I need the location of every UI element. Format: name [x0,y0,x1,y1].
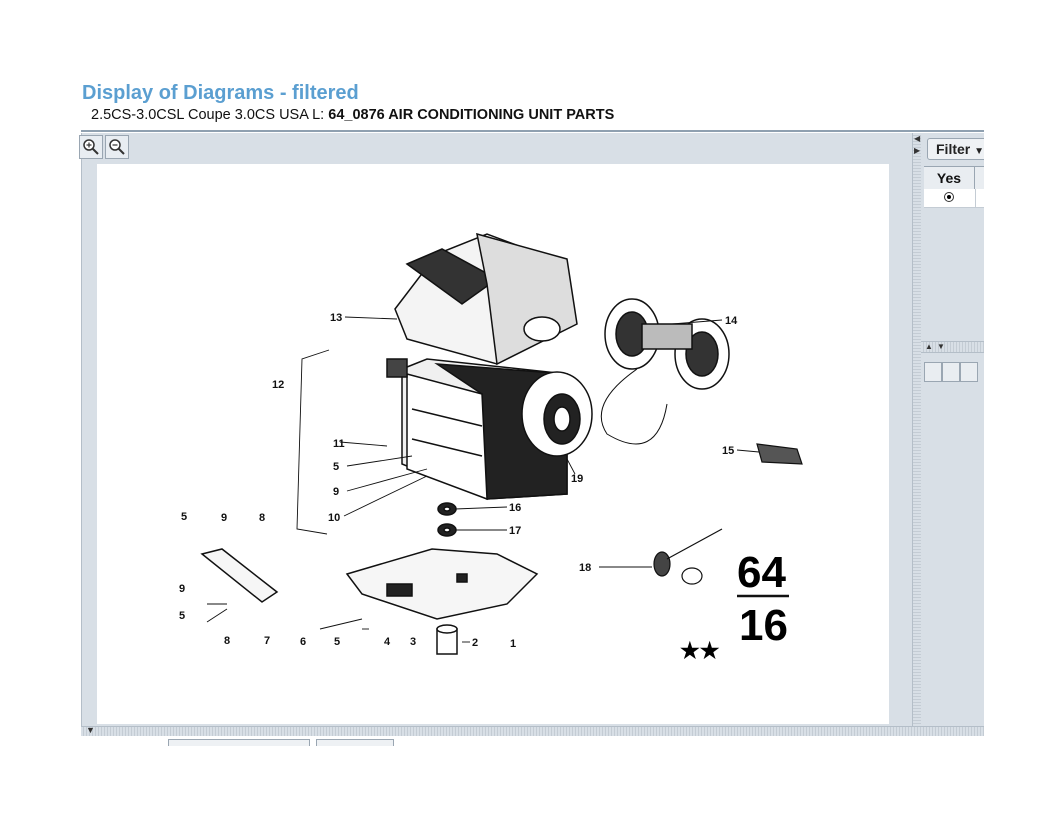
callout-5c: 5 [179,610,185,622]
callout-2: 2 [472,637,478,649]
callout-1: 1 [510,638,516,650]
callout-5b: 5 [181,511,187,523]
callout-5a: 5 [333,461,339,473]
bottom-tab-1[interactable] [168,739,310,746]
splitter-down-arrow-icon[interactable]: ▼ [937,342,945,351]
callout-14: 14 [725,315,738,327]
grid-header: Yes [924,166,984,190]
callout-12: 12 [272,379,284,391]
selected-radio[interactable] [944,192,954,202]
header-rule [81,130,984,132]
lower-column-2[interactable] [942,362,960,382]
callout-labels: 13 14 12 11 5 9 10 16 17 15 19 18 5 9 8 … [179,312,738,650]
callout-9a: 9 [333,486,339,498]
callout-11: 11 [333,438,345,450]
main-unit-part [386,358,593,501]
parts-diagram: 13 14 12 11 5 9 10 16 17 15 19 18 5 9 8 … [179,232,803,663]
left-bracket-part [200,548,279,603]
callout-8a: 8 [259,512,265,524]
callout-3: 3 [410,636,416,648]
callout-19: 19 [571,473,583,485]
washer-parts [437,502,457,537]
row-divider [975,189,976,207]
zoom-out-icon [109,139,125,155]
callout-10: 10 [328,512,340,524]
callout-6: 6 [300,636,306,648]
table-row[interactable] [924,189,984,208]
lower-column-3[interactable] [960,362,978,382]
diagram-canvas[interactable]: 13 14 12 11 5 9 10 16 17 15 19 18 5 9 8 … [97,164,889,724]
callout-5d: 5 [334,636,340,648]
callout-13: 13 [330,312,342,324]
filter-dropdown-button[interactable]: Filter ▼ [927,138,984,160]
callout-7: 7 [264,635,270,647]
callout-8b: 8 [224,635,230,647]
callout-4: 4 [384,636,391,648]
star-marks: ★★ [680,638,720,663]
housing-part [394,232,578,366]
filter-panel: Filter ▼ Yes ▲ ▼ [921,133,984,726]
callout-18: 18 [579,562,591,574]
switch-part [756,443,803,465]
grid-body [924,189,984,339]
diagram-viewer: 13 14 12 11 5 9 10 16 17 15 19 18 5 9 8 … [79,133,913,726]
zoom-out-button[interactable] [105,135,129,159]
splitter-right-arrow-icon[interactable]: ▶ [914,146,921,155]
splitter-left-arrow-icon[interactable]: ◀ [914,134,921,143]
diagram-name: 64_0876 AIR CONDITIONING UNIT PARTS [328,107,615,123]
group-number: 64 [737,548,786,597]
column-yes[interactable]: Yes [924,167,975,189]
horizontal-splitter[interactable]: ▲ ▼ [921,341,984,353]
zoom-in-button[interactable] [79,135,103,159]
bottom-splitter[interactable]: ▼ [81,725,984,736]
callout-9b: 9 [221,512,227,524]
cylinder-part [436,624,458,655]
callout-17: 17 [509,525,521,537]
zoom-in-icon [83,139,99,155]
model-path: 2.5CS-3.0CSL Coupe 3.0CS USA L: [91,107,325,123]
callout-lines [206,316,760,643]
bottom-tab-2[interactable] [316,739,394,746]
bracket-part [345,548,539,620]
splitter-down-arrow-icon[interactable]: ▼ [86,725,95,735]
splitter-up-arrow-icon[interactable]: ▲ [925,342,933,351]
breadcrumb: 2.5CS-3.0CSL Coupe 3.0CS USA L: 64_0876 … [91,107,614,123]
callout-16: 16 [509,502,521,514]
callout-9c: 9 [179,583,185,595]
blower-motor-part [600,298,730,445]
sensor-part [653,528,723,585]
column-2[interactable] [975,167,984,189]
filter-label: Filter [936,141,971,157]
callout-15: 15 [722,445,734,457]
sub-number: 16 [739,601,788,650]
lower-column-1[interactable] [924,362,942,382]
chevron-down-icon: ▼ [974,146,984,157]
page-title: Display of Diagrams - filtered [82,82,359,104]
